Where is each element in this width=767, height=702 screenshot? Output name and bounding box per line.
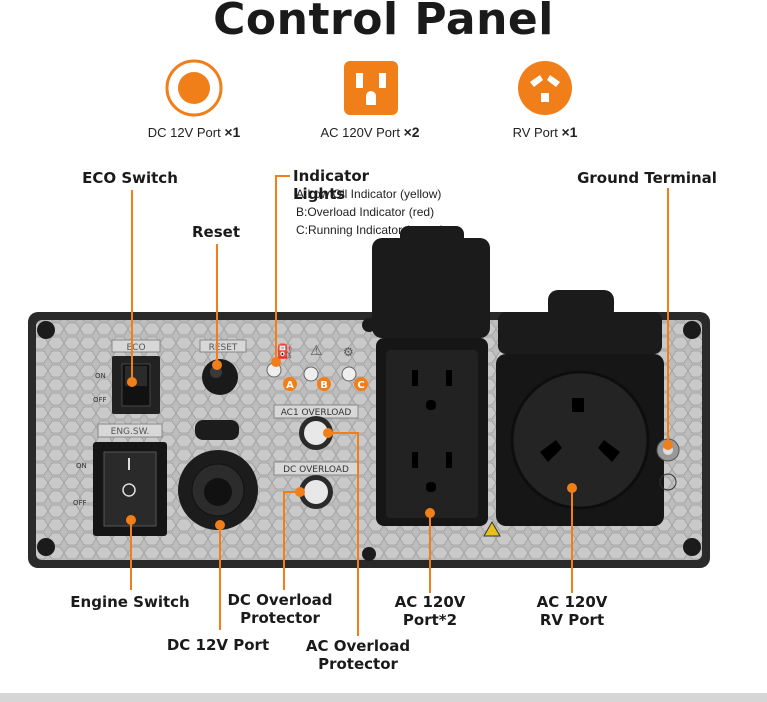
rv-port-caption: RV Port ×1	[465, 124, 625, 140]
port-icons	[165, 59, 572, 117]
eco-off-label: OFF	[93, 396, 107, 404]
eco-plate-label: ECO	[126, 343, 145, 353]
indicator-a-desc: A:Low Oil Indicator (yellow)	[296, 187, 442, 201]
callout-eco-switch: ECO Switch	[82, 169, 178, 187]
eng-on-label: ON	[76, 462, 87, 470]
eng-plate-label: ENG.SW.	[111, 427, 150, 437]
led-b-badge: B	[320, 380, 328, 391]
dc-port-count: ×1	[224, 124, 241, 140]
ac-port-line1: AC 120V	[394, 593, 466, 611]
svg-text:⚙: ⚙	[343, 345, 354, 359]
dc-overload-line2: Protector	[240, 609, 320, 627]
dc-port-name: DC 12V Port	[147, 125, 221, 140]
indicator-b-desc: B:Overload Indicator (red)	[296, 205, 435, 219]
callout-ground-terminal: Ground Terminal	[577, 169, 717, 187]
callout-reset: Reset	[192, 223, 240, 241]
svg-text:⛽: ⛽	[276, 343, 293, 360]
callout-indicator-lights: Indicator Lights	[293, 167, 370, 203]
ac-overload-line2: Protector	[318, 655, 398, 673]
rv-port-line2: RV Port	[539, 611, 605, 629]
dc-overload-plate: DC OVERLOAD	[283, 465, 349, 475]
ac-port-caption: AC 120V Port ×2	[290, 124, 450, 140]
ac-outlet-cover	[372, 238, 490, 338]
rv-port-line1: AC 120V	[536, 593, 608, 611]
eco-on-label: ON	[95, 372, 106, 380]
callout-engine-switch: Engine Switch	[70, 593, 190, 611]
callout-dc-port: DC 12V Port	[166, 636, 270, 654]
ac-outlet-icon	[344, 61, 398, 115]
dc-round-port-icon	[165, 59, 223, 117]
led-a-badge: A	[286, 380, 294, 391]
rv-outlet-cover	[498, 312, 662, 354]
rv-outlet-icon	[518, 61, 572, 115]
led-c-badge: C	[357, 380, 364, 391]
ac-overload-line1: AC Overload	[305, 637, 411, 655]
eng-off-label: OFF	[73, 499, 87, 507]
ac-port-count: ×2	[403, 124, 420, 140]
rv-port-name: RV Port	[512, 125, 558, 140]
dc-port-caption: DC 12V Port ×1	[114, 124, 274, 140]
ac1-overload-plate: AC1 OVERLOAD	[281, 408, 352, 418]
ac-port-name: AC 120V Port	[320, 125, 400, 140]
page-title: Control Panel	[213, 0, 554, 45]
svg-text:⚠: ⚠	[310, 343, 323, 359]
rv-port-count: ×1	[561, 124, 578, 140]
reset-plate-label: RESET	[209, 343, 238, 353]
ac-port-line2: Port*2	[402, 611, 458, 629]
dc-overload-line1: DC Overload	[227, 591, 333, 609]
reset-button	[202, 359, 238, 395]
